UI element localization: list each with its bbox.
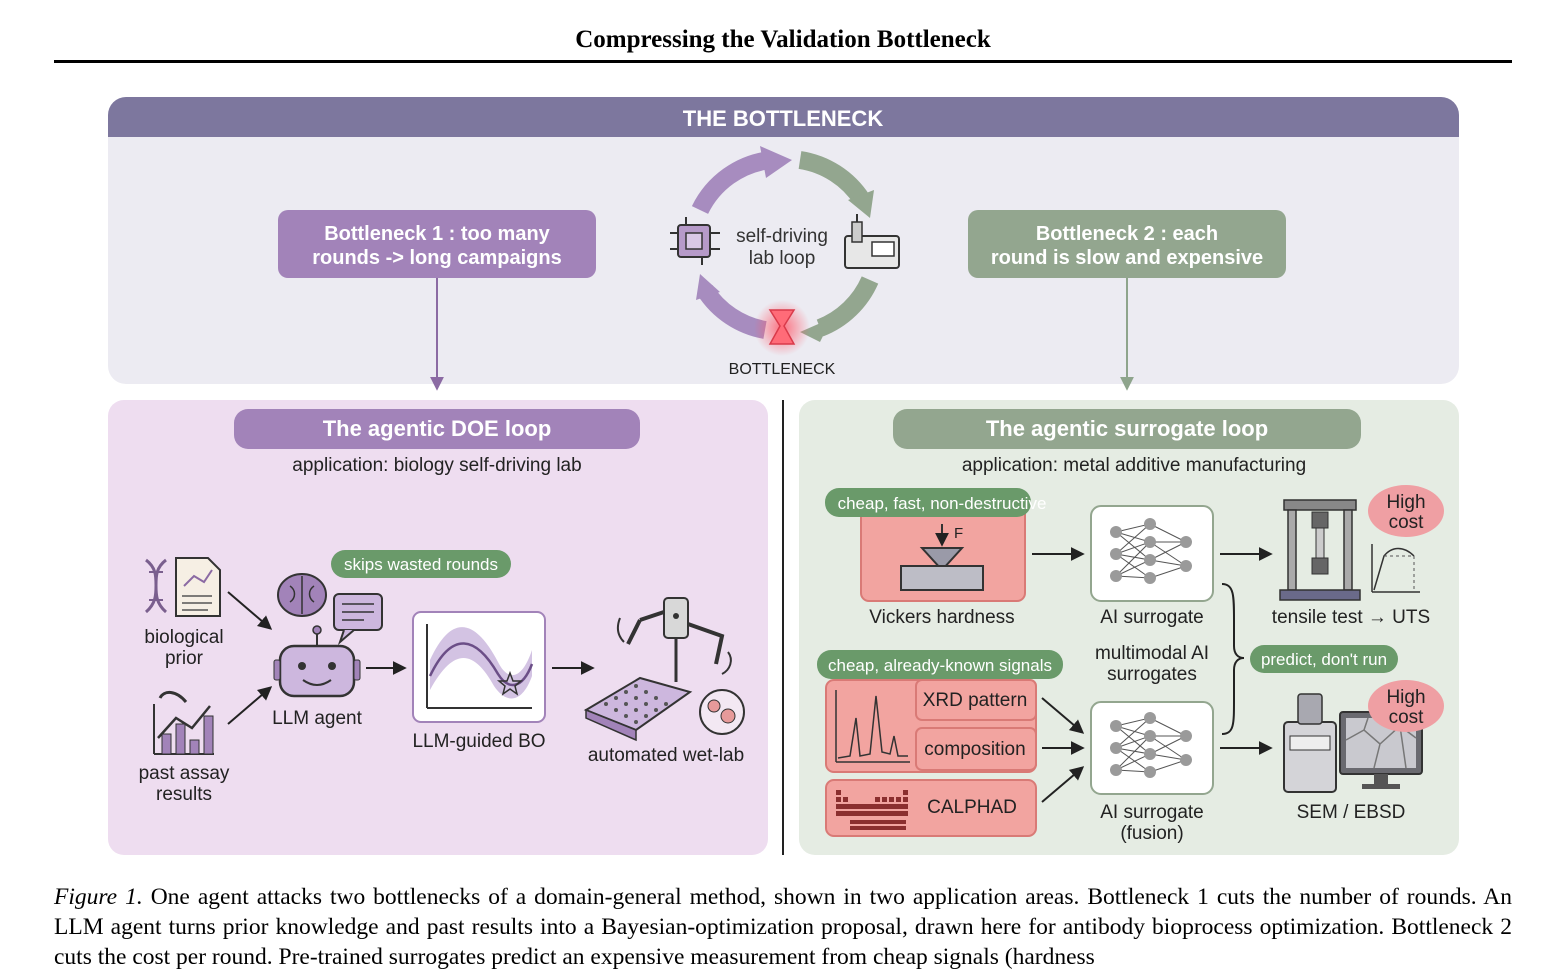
paper-running-title: Compressing the Validation Bottleneck [575,26,991,53]
surrogate-title-pill [893,409,1361,449]
bottleneck-1-line-1: Bottleneck 1 : too many [324,223,550,245]
caption-label: Figure 1. [54,884,143,910]
arrow-assay-to-agent [227,686,273,725]
xrd-label: XRD pattern [923,690,1028,711]
doe-title-pill [234,409,640,449]
ai-surrogate-label: AI surrogate [1100,607,1204,628]
known-signals-tag [817,650,1063,679]
bo-plot-icon [412,611,546,723]
skips-wasted-text: skips wasted rounds [344,555,498,574]
high-cost-2-line-1: High [1386,687,1425,708]
bottleneck-2-box [968,210,1286,278]
bottleneck-2-line-2: round is slow and expensive [991,247,1263,269]
sem-label: SEM / EBSD [1297,802,1406,823]
surrogate-title: The agentic surrogate loop [986,416,1268,441]
high-cost-1-line-1: High [1386,492,1425,513]
tensile-label: tensile test → UTS [1272,607,1430,628]
brace-bracket [1221,583,1245,735]
bar-chart-icon [153,691,214,755]
xrd-spectrum-icon [835,690,910,763]
figure-caption: Figure 1. One agent attacks two bottlene… [54,882,1512,972]
xrd-label-box [915,679,1037,721]
robot-agent-icon [273,625,361,698]
periodic-table-icon [836,790,908,830]
cheap-fast-tag [825,488,1031,517]
bottleneck-1-line-2: rounds -> long campaigns [312,247,561,269]
multimodal-line-1: multimodal AI [1095,643,1209,664]
bottleneck-banner-title: THE BOTTLENECK [683,106,884,131]
dna-document-icon [144,557,221,617]
bottleneck-1-box [278,210,596,278]
predict-tag [1250,645,1398,673]
hourglass-icon [768,309,796,345]
title-rule [54,60,1512,63]
skips-wasted-tag [331,550,511,578]
tensile-tester-icon [1279,499,1420,601]
past-assay-line-1: past assay [139,763,230,784]
wet-lab-label: automated wet-lab [588,745,744,766]
agentic-surrogate-panel: The agentic surrogate loop application: … [799,400,1459,855]
indenter-icon [900,524,984,591]
bio-prior-line-2: prior [165,648,204,669]
doe-title: The agentic DOE loop [323,416,552,441]
high-cost-1-line-2: cost [1389,512,1425,533]
bio-prior-line-1: biological [144,627,223,648]
high-cost-badge-1 [1368,485,1444,537]
bottleneck-panel: THE BOTTLENECK Bottleneck 1 : too many r… [108,97,1459,391]
doe-subtitle: application: biology self-driving lab [292,455,581,476]
calphad-label: CALPHAD [927,797,1017,818]
bottleneck-2-line-1: Bottleneck 2 : each [1036,223,1218,245]
neural-network-icon [1090,505,1214,602]
arrow-xrd-to-fusion [1041,697,1085,734]
wet-lab-robot-icon [583,597,745,742]
lab-instrument-icon [844,214,900,269]
composition-label: composition [924,739,1025,760]
fusion-line-2: (fusion) [1120,823,1183,844]
surrogate-subtitle: application: metal additive manufacturin… [962,455,1306,476]
loop-label-line-1: self-driving [736,226,828,247]
self-driving-loop: self-driving lab loop BOTTLENECK [670,146,900,378]
llm-bo-label: LLM-guided BO [412,731,545,752]
optimum-star-icon [496,670,524,696]
caption-text: One agent attacks two bottlenecks of a d… [54,884,1513,970]
speech-bubble-icon [333,593,383,646]
arrow-calphad-to-fusion [1041,766,1085,803]
known-signals-text: cheap, already-known signals [828,656,1052,675]
agentic-doe-panel: The agentic DOE loop application: biolog… [108,400,768,855]
cheap-fast-text: cheap, fast, non-destructive [838,494,1047,513]
bottleneck-label: BOTTLENECK [729,361,836,378]
composition-box [915,727,1037,771]
high-cost-badge-2 [1368,680,1444,732]
past-assay-line-2: results [156,784,212,805]
predict-text: predict, don't run [1261,650,1387,669]
force-label: F [954,525,963,542]
fusion-line-1: AI surrogate [1100,802,1204,823]
high-cost-2-line-2: cost [1389,707,1425,728]
multimodal-line-2: surrogates [1107,664,1197,685]
llm-agent-label: LLM agent [272,708,363,729]
neural-network-fusion-icon [1090,701,1214,795]
vickers-label: Vickers hardness [869,607,1014,628]
arrow-prior-to-agent [227,591,273,630]
chip-icon [670,217,720,265]
brain-icon [277,573,327,617]
loop-label-line-2: lab loop [749,248,816,269]
